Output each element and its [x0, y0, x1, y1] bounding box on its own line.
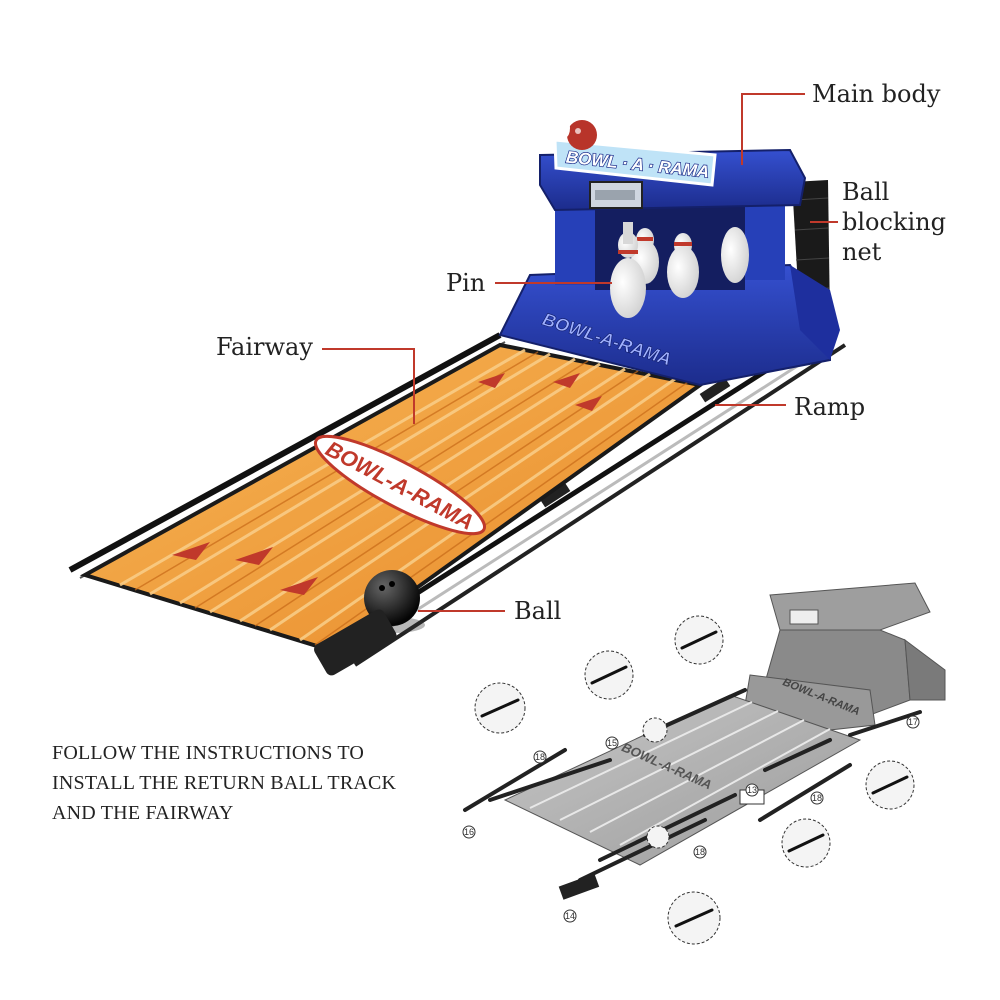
- detail-circle: [646, 825, 670, 849]
- detail-circle: [642, 717, 668, 743]
- diagram-fairway: BOWL-A-RAMA: [503, 694, 862, 866]
- part-number-text: 16: [464, 827, 474, 837]
- bowling-pins: [610, 222, 749, 318]
- label-ball-blocking-net-line2: blocking: [842, 208, 946, 236]
- instructions-line: AND THE FAIRWAY: [52, 802, 234, 824]
- label-ball-blocking-net-line1: Ball: [842, 178, 890, 206]
- label-fairway: Fairway: [216, 333, 313, 361]
- diagram-rails: [463, 688, 922, 882]
- part-number-text: 18: [695, 847, 705, 857]
- assembly-diagram: BOWL-A-RAMA BOWL-A-RAMA: [462, 582, 946, 945]
- ball-catcher: [314, 609, 397, 676]
- pin: [610, 222, 646, 318]
- label-ball-blocking-net-line3: net: [842, 238, 882, 266]
- part-numbers: 14 15 16 17 18 18: [462, 715, 920, 923]
- part-number: 14: [563, 909, 577, 923]
- label-main-body: Main body: [812, 80, 941, 108]
- part-number: 13: [745, 783, 759, 797]
- part-number: 18: [533, 750, 547, 764]
- part-number-text: 13: [747, 785, 757, 795]
- part-number-text: 14: [565, 911, 575, 921]
- label-ball: Ball: [514, 597, 562, 625]
- pin: [667, 233, 699, 298]
- part-number: 15: [605, 736, 619, 750]
- fairway-lane: BOWL-A-RAMA: [79, 342, 705, 653]
- diagram-main-body: BOWL-A-RAMA: [744, 582, 946, 731]
- fairway-leader: [322, 348, 415, 424]
- leader-lines: [322, 93, 838, 612]
- part-number: 17: [906, 715, 920, 729]
- instructions-line: INSTALL THE RETURN BALL TRACK: [52, 772, 397, 794]
- label-pin: Pin: [446, 269, 486, 297]
- part-number-text: 17: [908, 717, 918, 727]
- pin: [721, 227, 749, 283]
- part-number: 16: [462, 825, 476, 839]
- installation-instructions: FOLLOW THE INSTRUCTIONS TO INSTALL THE R…: [52, 738, 396, 828]
- part-number-text: 15: [607, 738, 617, 748]
- label-ramp: Ramp: [794, 393, 866, 421]
- bowling-set-photo: BOWL-A-RAMA: [68, 119, 847, 676]
- part-number: 18: [693, 845, 707, 859]
- main-body: BOWL-A-RAMA: [498, 148, 840, 387]
- part-number-text: 18: [812, 793, 822, 803]
- part-number-text: 18: [535, 752, 545, 762]
- diagram-front-catcher: [558, 873, 600, 900]
- main-body-leader: [741, 93, 805, 165]
- instructions-line: FOLLOW THE INSTRUCTIONS TO: [52, 742, 365, 764]
- part-number: 18: [810, 791, 824, 805]
